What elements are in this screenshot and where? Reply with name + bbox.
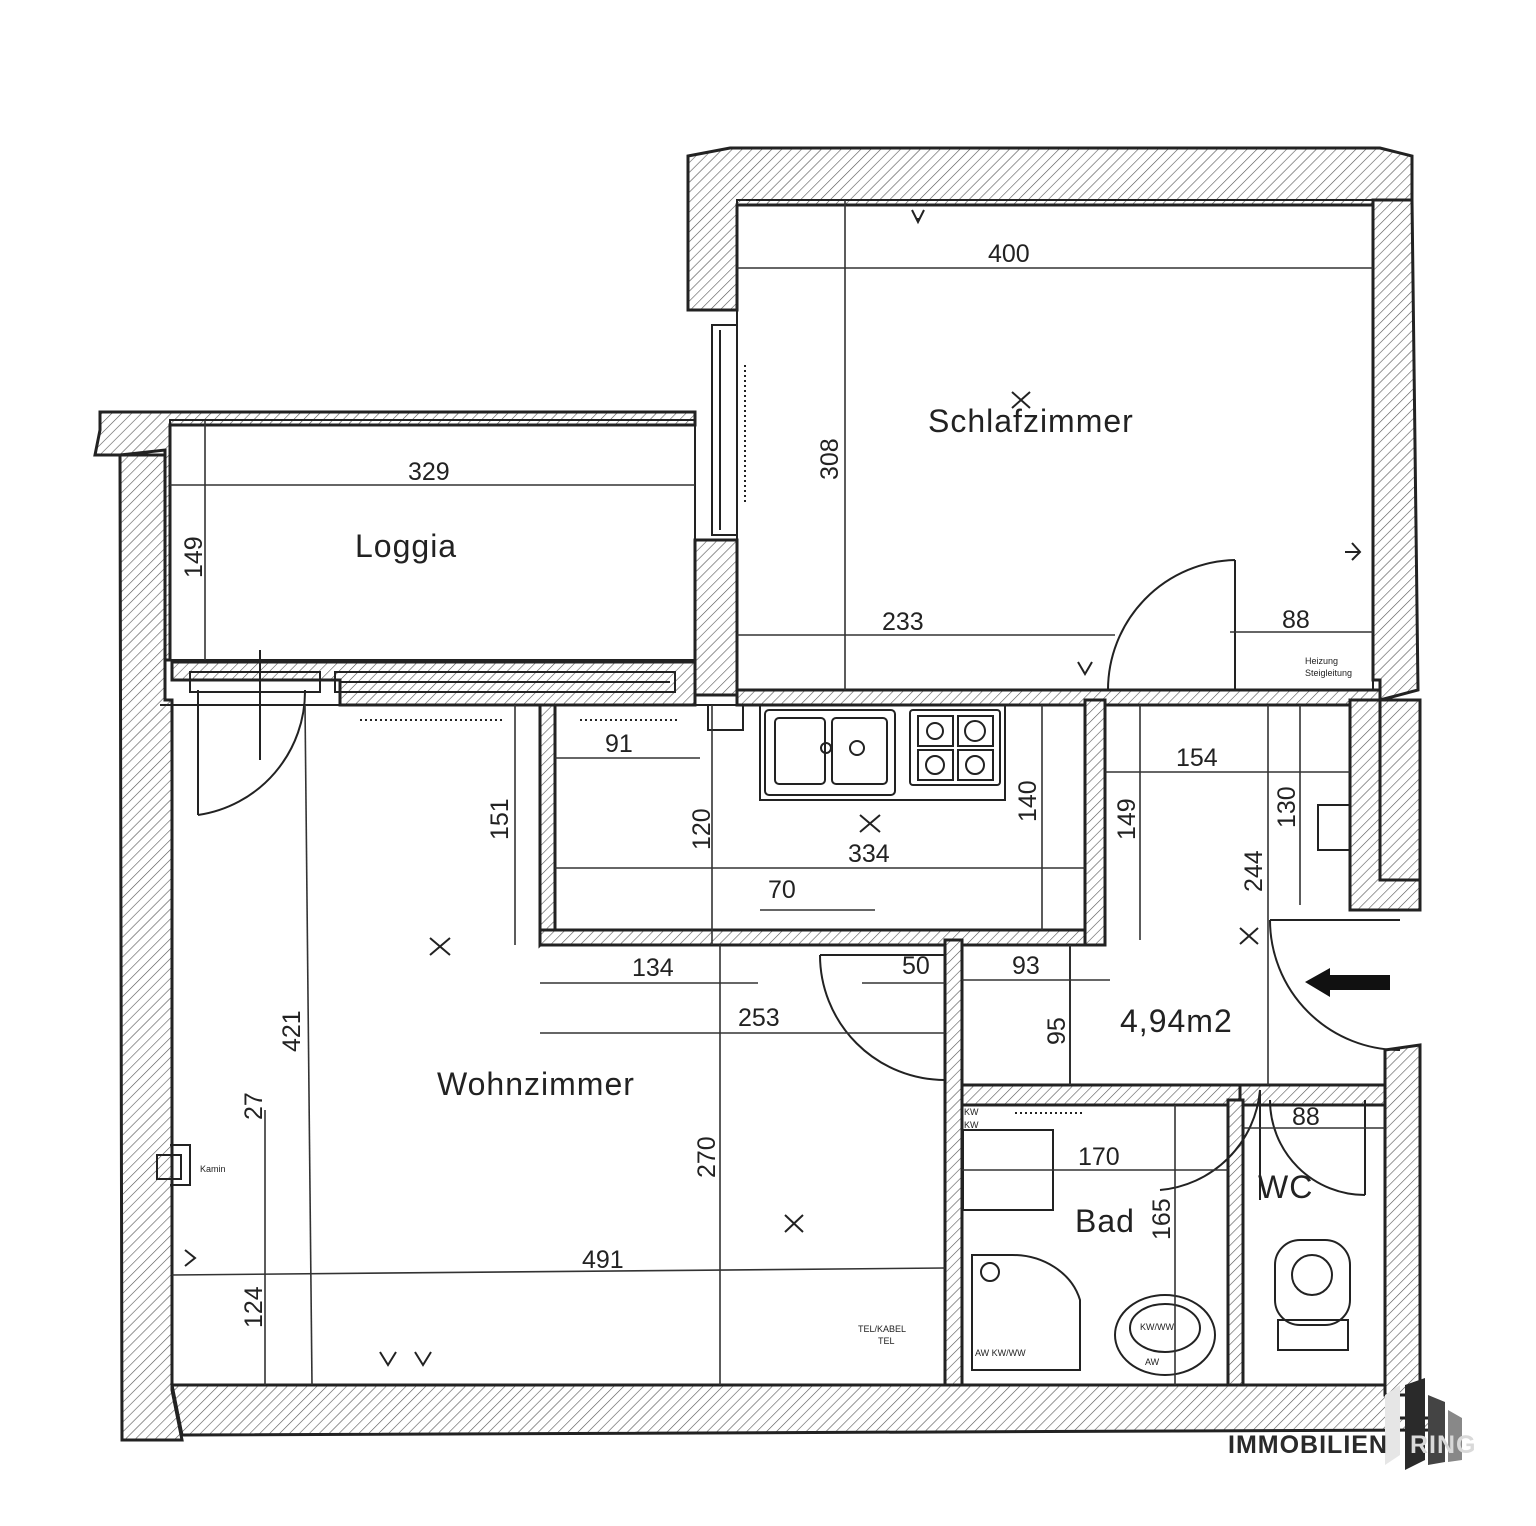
wall-bad-top [946, 1083, 1272, 1107]
dim-label: 329 [408, 458, 450, 486]
dim-label: 154 [1176, 744, 1218, 772]
doors [197, 559, 1401, 1200]
dim-label: 120 [688, 808, 716, 850]
dim-label: 308 [816, 438, 844, 480]
wall-loggia-bottom [170, 660, 697, 707]
dimension-lines [170, 200, 1385, 1386]
shower-icon [971, 1253, 1081, 1371]
room-label-vorraum-area: 4,94m2 [1120, 1003, 1233, 1039]
logo-building-icon [1385, 1378, 1462, 1470]
heizung-label: Heizung [1305, 656, 1338, 666]
kamin-icon [156, 1154, 182, 1180]
dim-label: 400 [988, 240, 1030, 268]
washbasin-icon [1114, 1294, 1216, 1376]
room-label-bad: Bad [1075, 1203, 1135, 1239]
dim-label: 165 [1148, 1198, 1176, 1240]
dim-label: 124 [240, 1286, 268, 1328]
dim-label: 88 [1292, 1103, 1320, 1131]
door-schlaf [1107, 559, 1236, 691]
dim-label: 140 [1014, 780, 1042, 822]
wall-schlaf-left-lower [693, 538, 739, 697]
tel-label: TEL [878, 1336, 895, 1346]
door-living [819, 954, 946, 1081]
wall-kitchen-left [538, 703, 557, 949]
window-schlaf [711, 324, 738, 536]
dimension-labels: 400 308 233 88 329 149 91 151 120 334 14… [180, 240, 1320, 1328]
dim-label: 91 [605, 730, 633, 758]
kitchen-outline [554, 704, 1086, 931]
wall-kitchen-bottom [538, 928, 1102, 947]
dim-label: 270 [693, 1136, 721, 1178]
dim-label: 491 [582, 1246, 624, 1274]
wall-schlaf-top [686, 146, 1414, 312]
logo-text-immobilien: IMMOBILIEN [1228, 1431, 1388, 1459]
room-label-schlafzimmer: Schlafzimmer [928, 403, 1134, 439]
dim-label: 93 [1012, 952, 1040, 980]
window-loggia-2 [334, 671, 676, 693]
window-loggia-1 [189, 671, 321, 693]
door-living-loggia [197, 689, 307, 816]
dim-label: 151 [486, 798, 514, 840]
kw-label-2: KW [964, 1120, 979, 1130]
door-wc [1269, 1099, 1366, 1196]
stove-icon [909, 709, 1001, 786]
wall-kitchen-top [735, 688, 1382, 707]
shower-supply-label: AW KW/WW [975, 1348, 1026, 1358]
sink-icon [764, 709, 896, 796]
wall-bottom [170, 1383, 1442, 1437]
dim-label: 170 [1078, 1143, 1120, 1171]
kw-label: KW [964, 1107, 979, 1117]
small-labels: Heizung Steigleitung Kamin TEL/KABEL TEL… [200, 656, 1352, 1367]
toilet-icon [1274, 1239, 1351, 1326]
inner-lines [160, 199, 1386, 1386]
dim-label: 244 [1240, 850, 1268, 892]
dim-label: 27 [240, 1092, 268, 1120]
tel-kabel-label: TEL/KABEL [858, 1324, 906, 1334]
loggia-room-outline [169, 419, 696, 661]
kamin-label: Kamin [200, 1164, 226, 1174]
steigleitung-label: Steigleitung [1305, 668, 1352, 678]
dim-label: 70 [768, 876, 796, 904]
entrance-arrow-icon [1305, 968, 1390, 997]
walls [93, 146, 1442, 1442]
dim-label: 149 [180, 536, 208, 578]
door-entrance [1269, 919, 1401, 1051]
dim-label: 421 [278, 1010, 306, 1052]
basin-drain-label: AW [1145, 1357, 1160, 1367]
room-label-wc: WC [1258, 1169, 1313, 1205]
dim-label: 130 [1273, 786, 1301, 828]
dim-label: 253 [738, 1004, 780, 1032]
dim-label: 88 [1282, 606, 1310, 634]
room-label-loggia: Loggia [355, 528, 457, 564]
wall-kitchen-right [1083, 698, 1107, 947]
logo-text-ring: RING [1410, 1431, 1477, 1459]
wall-wc-top [1238, 1083, 1387, 1107]
dim-label: 95 [1043, 1017, 1071, 1045]
room-label-wohnzimmer: Wohnzimmer [437, 1066, 635, 1102]
door-bad [1159, 1089, 1261, 1200]
immobilienring-logo: IMMOBILIEN RING [1228, 1378, 1477, 1470]
basin-supply-label: KW/WW [1140, 1322, 1174, 1332]
fixtures [156, 209, 1362, 1376]
wall-schlaf-right [1371, 198, 1420, 702]
wall-right-lower [1383, 1043, 1422, 1397]
dim-label: 233 [882, 608, 924, 636]
dim-label: 134 [632, 954, 674, 982]
wall-bad-left [943, 938, 964, 1387]
room-labels: Schlafzimmer Loggia Wohnzimmer 4,94m2 Ba… [355, 403, 1313, 1239]
dim-label: 334 [848, 840, 890, 868]
wall-hall-right [1348, 698, 1422, 912]
wall-left [118, 453, 184, 1442]
fuse-box-icon [1317, 804, 1351, 851]
wall-right-mid [1378, 698, 1422, 882]
dim-label: 149 [1113, 798, 1141, 840]
dim-label: 50 [902, 952, 930, 980]
